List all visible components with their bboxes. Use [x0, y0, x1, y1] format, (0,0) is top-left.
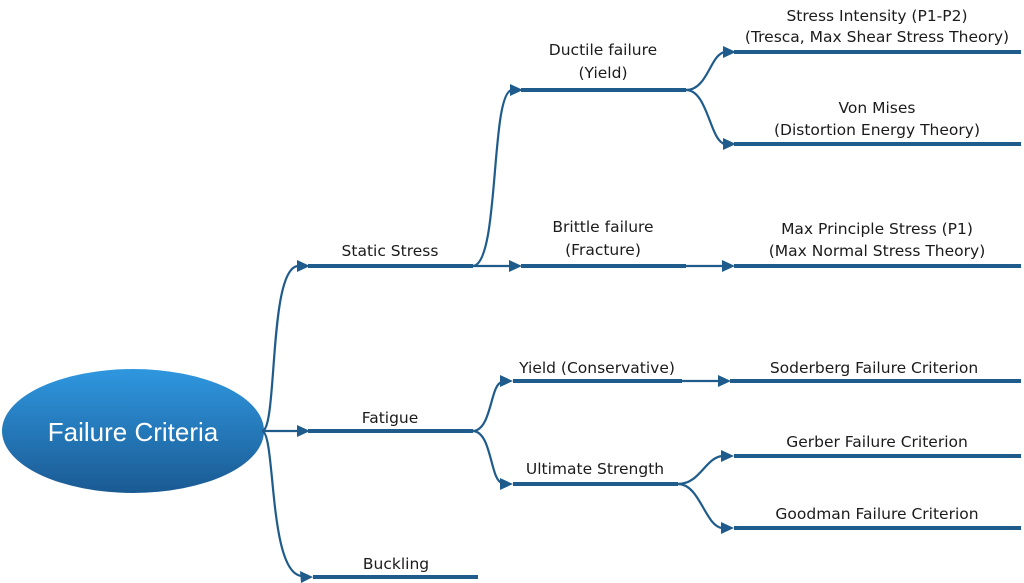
connector-static-ductile [472, 88, 513, 268]
stress-intensity-line2: (Tresca, Max Shear Stress Theory) [745, 28, 1009, 46]
max-principle-line1: Max Principle Stress (P1) [781, 220, 973, 238]
goodman-bar [734, 526, 1021, 530]
arrowhead-fatigue [297, 425, 310, 437]
goodman-label: Goodman Failure Criterion [775, 505, 978, 523]
max-principle-line2: (Max Normal Stress Theory) [769, 242, 986, 260]
ultimate-bar [513, 482, 678, 486]
soderberg-bar [730, 379, 1021, 383]
ductile-bar [521, 88, 686, 92]
connector-fatigue-yield [472, 380, 503, 433]
buckling-label: Buckling [363, 555, 429, 573]
von-mises-line2: (Distortion Energy Theory) [774, 121, 980, 139]
stress-intensity-line1: Stress Intensity (P1-P2) [786, 7, 967, 25]
buckling-bar [313, 575, 478, 579]
ductile-label-line1: Ductile failure [549, 41, 657, 59]
arrowhead-buckling [300, 571, 313, 583]
connector-ultimate-goodman [677, 482, 723, 530]
connector-root-buckling [261, 429, 303, 578]
root-node [2, 369, 264, 493]
arrowhead-ultimate [500, 478, 513, 490]
stress-intensity-bar [734, 50, 1021, 54]
arrowhead-max-principle [722, 260, 735, 272]
arrowhead-brittle [509, 260, 522, 272]
arrowhead-soderberg [718, 375, 731, 387]
fatigue-bar [308, 429, 473, 433]
arrowhead-stress-intensity [723, 46, 736, 58]
connector-ultimate-gerber [677, 454, 723, 486]
arrowhead-goodman [721, 522, 734, 534]
arrowhead-von-mises [723, 138, 736, 150]
brittle-label-line2: (Fracture) [565, 241, 641, 259]
arrowhead-static [297, 260, 310, 272]
arrowhead-gerber [721, 450, 734, 462]
static-stress-label: Static Stress [342, 242, 439, 260]
brittle-bar [521, 264, 686, 268]
ultimate-label: Ultimate Strength [526, 460, 664, 478]
connector-fatigue-ultimate [472, 429, 503, 485]
gerber-bar [734, 454, 1021, 458]
ductile-label-line2: (Yield) [579, 64, 628, 82]
connector-root-static [261, 264, 299, 433]
arrowhead-yield [500, 375, 513, 387]
fatigue-label: Fatigue [362, 409, 419, 427]
von-mises-bar [734, 142, 1021, 146]
yield-bar [513, 379, 682, 383]
soderberg-label: Soderberg Failure Criterion [770, 359, 978, 377]
brittle-label-line1: Brittle failure [552, 218, 653, 236]
yield-label: Yield (Conservative) [518, 359, 675, 377]
max-principle-bar [734, 264, 1021, 268]
connector-ductile-von-mises [685, 88, 726, 146]
connector-ductile-stress-intensity [685, 50, 726, 92]
arrowhead-ductile [510, 84, 523, 96]
gerber-label: Gerber Failure Criterion [786, 433, 968, 451]
root-label: Failure Criteria [48, 417, 219, 447]
von-mises-line1: Von Mises [838, 99, 915, 117]
static-stress-bar [308, 264, 473, 268]
